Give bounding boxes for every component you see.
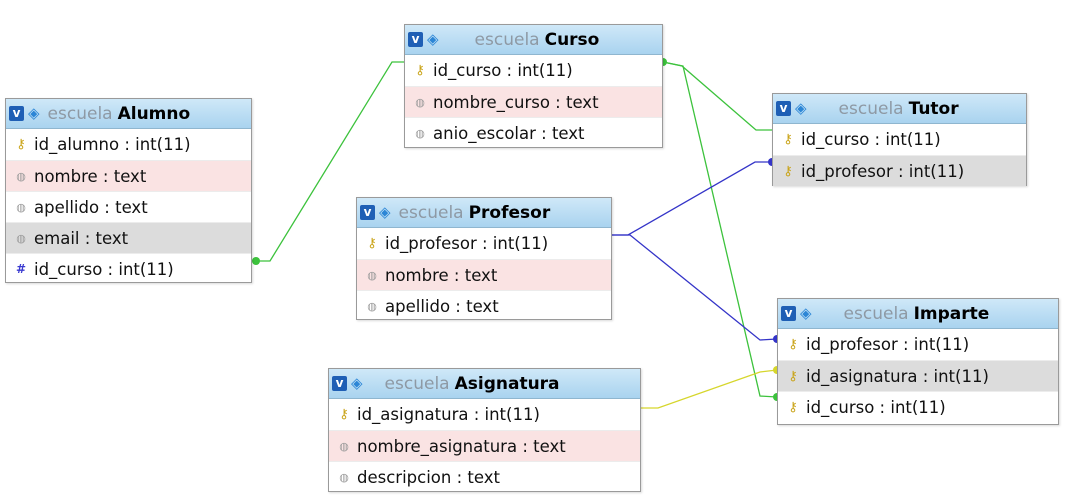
- column-row[interactable]: ⚷ id_asignatura : int(11): [329, 399, 640, 430]
- column-label: apellido : text: [385, 296, 499, 316]
- column-row[interactable]: ◍ apellido : text: [6, 191, 251, 222]
- relation-line: [612, 234, 778, 341]
- column-label: id_asignatura : int(11): [357, 405, 540, 424]
- column-row[interactable]: ◍ nombre_curso : text: [405, 86, 662, 117]
- column-icon: ◍: [16, 231, 26, 245]
- table-tutor[interactable]: v ◈ escuela Tutor ⚷ id_curso : int(11) ⚷ i…: [772, 93, 1027, 186]
- table-asignatura[interactable]: v ◈ escuela Asignatura ⚷ id_asignatura : …: [328, 368, 641, 492]
- collapse-toggle-icon[interactable]: v: [781, 306, 796, 321]
- key-icon: ⚷: [788, 337, 798, 352]
- column-row[interactable]: ⚷ id_curso : int(11): [778, 391, 1058, 422]
- table-imparte[interactable]: v ◈ escuela Imparte ⚷ id_profesor : int(1…: [777, 298, 1059, 425]
- foreign-key-icon: #: [15, 262, 27, 276]
- key-icon: ⚷: [783, 132, 793, 147]
- schema-name: escuela: [843, 303, 909, 324]
- key-icon: ⚷: [16, 137, 26, 152]
- table-curso[interactable]: v ◈ escuela Curso ⚷ id_curso : int(11) ◍ n…: [404, 24, 663, 148]
- gear-icon[interactable]: ◈: [795, 99, 807, 117]
- column-row[interactable]: # id_curso : int(11): [6, 253, 251, 284]
- column-icon: ◍: [339, 439, 349, 453]
- table-header[interactable]: v ◈ escuela Alumno: [6, 99, 251, 129]
- column-icon: ◍: [16, 169, 26, 183]
- column-row[interactable]: ⚷ id_profesor : int(11): [773, 155, 1026, 186]
- column-label: id_curso : int(11): [433, 61, 573, 80]
- column-label: id_alumno : int(11): [34, 135, 191, 154]
- column-row[interactable]: ⚷ id_profesor : int(11): [357, 228, 611, 259]
- table-profesor[interactable]: v ◈ escuela Profesor ⚷ id_profesor : int(…: [356, 197, 612, 320]
- column-row[interactable]: ⚷ id_profesor : int(11): [778, 329, 1058, 360]
- key-icon: ⚷: [783, 163, 793, 179]
- gear-icon[interactable]: ◈: [28, 104, 40, 122]
- column-row[interactable]: ◍ anio_escolar : text: [405, 117, 662, 148]
- column-row[interactable]: ◍ nombre : text: [357, 259, 611, 290]
- column-icon: ◍: [367, 299, 377, 313]
- table-name: Profesor: [468, 202, 551, 223]
- column-label: id_profesor : int(11): [385, 234, 549, 253]
- table-header[interactable]: v ◈ escuela Asignatura: [329, 369, 640, 399]
- table-header[interactable]: v ◈ escuela Imparte: [778, 299, 1058, 329]
- table-name: Tutor: [908, 98, 959, 119]
- key-icon: ⚷: [415, 63, 425, 78]
- schema-name: escuela: [47, 103, 113, 124]
- table-name: Curso: [544, 29, 600, 50]
- table-name: Imparte: [913, 303, 990, 324]
- column-label: nombre_curso : text: [433, 92, 599, 112]
- key-icon: ⚷: [788, 399, 798, 415]
- column-label: nombre : text: [385, 265, 498, 285]
- column-label: nombre_asignatura : text: [357, 436, 566, 456]
- table-name: Asignatura: [454, 373, 560, 394]
- column-label: apellido : text: [34, 197, 148, 217]
- column-row[interactable]: ◍ descripcion : text: [329, 461, 640, 492]
- column-icon: ◍: [367, 268, 377, 282]
- schema-name: escuela: [384, 373, 450, 394]
- column-row[interactable]: ◍ nombre_asignatura : text: [329, 430, 640, 461]
- column-label: id_curso : int(11): [34, 259, 174, 279]
- schema-name: escuela: [838, 98, 904, 119]
- column-icon: ◍: [415, 95, 425, 109]
- column-row[interactable]: ⚷ id_alumno : int(11): [6, 129, 251, 160]
- collapse-toggle-icon[interactable]: v: [9, 106, 24, 121]
- table-header[interactable]: v ◈ escuela Tutor: [773, 94, 1026, 124]
- collapse-toggle-icon[interactable]: v: [408, 32, 423, 47]
- table-name: Alumno: [117, 103, 191, 124]
- key-icon: ⚷: [367, 236, 377, 251]
- column-label: anio_escolar : text: [433, 123, 585, 143]
- table-alumno[interactable]: v ◈ escuela Alumno ⚷id_alumno : int(11) …: [5, 98, 252, 283]
- gear-icon[interactable]: ◈: [427, 30, 439, 48]
- gear-icon[interactable]: ◈: [800, 304, 812, 322]
- gear-icon[interactable]: ◈: [379, 203, 391, 221]
- key-icon: ⚷: [339, 407, 349, 422]
- column-label: nombre : text: [34, 166, 147, 186]
- collapse-toggle-icon[interactable]: v: [360, 205, 375, 220]
- table-header[interactable]: v ◈ escuela Profesor: [357, 198, 611, 228]
- column-label: id_curso : int(11): [806, 397, 946, 417]
- relation-line: [641, 369, 778, 409]
- schema-name: escuela: [474, 29, 540, 50]
- relation-line: [662, 61, 778, 398]
- column-icon: ◍: [415, 126, 425, 140]
- gear-icon[interactable]: ◈: [351, 374, 363, 392]
- column-label: id_profesor : int(11): [806, 335, 970, 354]
- key-icon: ⚷: [788, 368, 798, 384]
- column-row[interactable]: ⚷ id_curso : int(11): [773, 124, 1026, 155]
- relation-line: [612, 161, 772, 236]
- column-label: descripcion : text: [357, 467, 500, 487]
- column-row[interactable]: ⚷ id_curso : int(11): [405, 55, 662, 86]
- column-label: id_curso : int(11): [801, 130, 941, 149]
- relation-endpoint: [252, 257, 260, 265]
- relation-line: [662, 61, 772, 131]
- collapse-toggle-icon[interactable]: v: [332, 376, 347, 391]
- column-row[interactable]: ◍ email : text: [6, 222, 251, 253]
- column-row[interactable]: ◍ apellido : text: [357, 290, 611, 321]
- column-label: id_profesor : int(11): [801, 161, 965, 181]
- schema-name: escuela: [398, 202, 464, 223]
- table-header[interactable]: v ◈ escuela Curso: [405, 25, 662, 55]
- column-icon: ◍: [16, 200, 26, 214]
- column-icon: ◍: [339, 470, 349, 484]
- column-label: id_asignatura : int(11): [806, 366, 989, 386]
- column-row[interactable]: ◍ nombre : text: [6, 160, 251, 191]
- collapse-toggle-icon[interactable]: v: [776, 101, 791, 116]
- column-label: email : text: [34, 228, 129, 248]
- column-row[interactable]: ⚷ id_asignatura : int(11): [778, 360, 1058, 391]
